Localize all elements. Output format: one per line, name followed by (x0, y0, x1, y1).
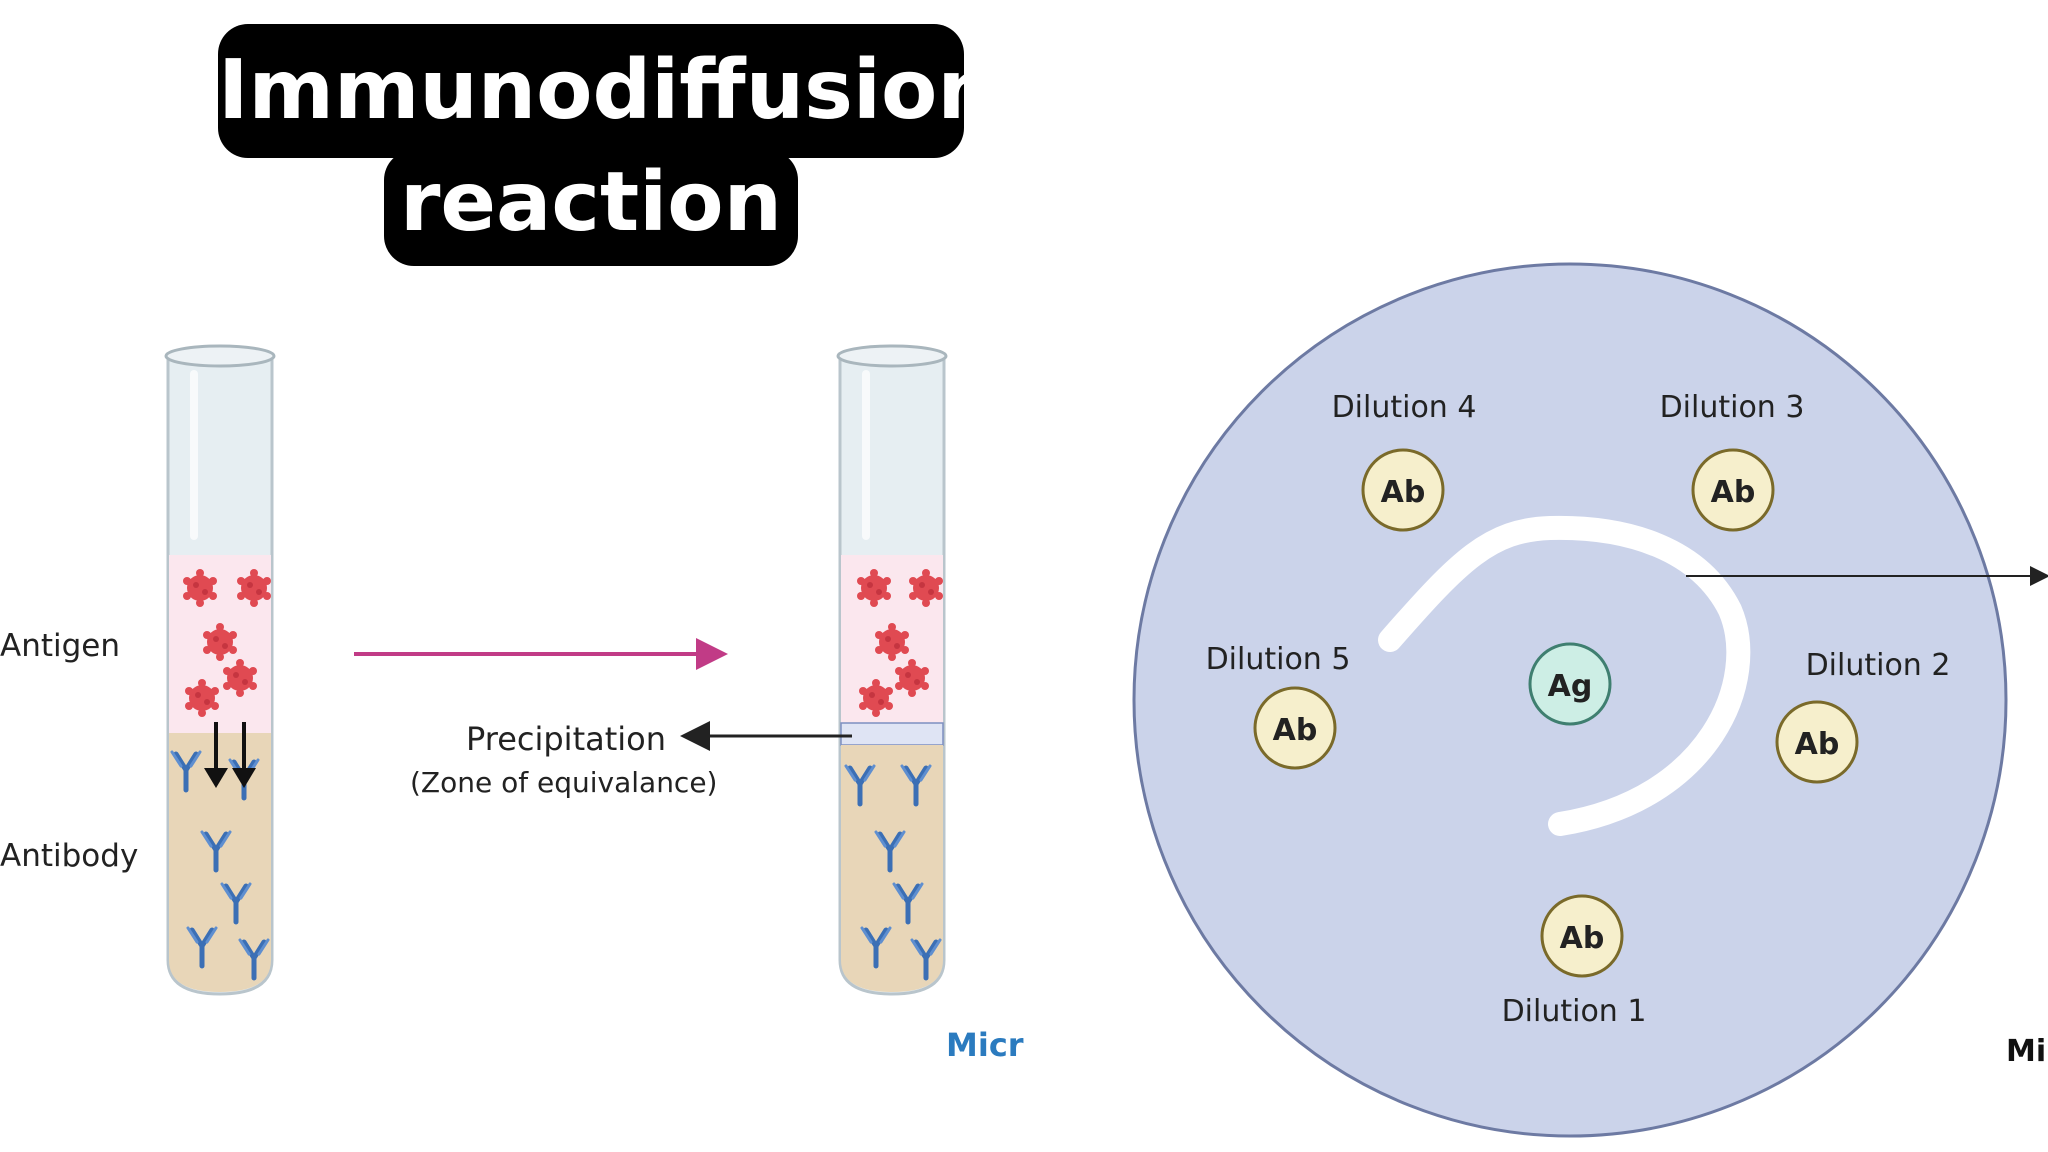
ag-well-label: Ag (1548, 669, 1593, 704)
precipitation-band (840, 722, 944, 746)
ab-well-label: Ab (1273, 713, 1318, 748)
test-tube-after (836, 344, 948, 996)
dilution-4-label: Dilution 4 (1331, 390, 1477, 425)
dilution-2-label: Dilution 2 (1805, 648, 1951, 683)
ab-well-label: Ab (1560, 921, 1605, 956)
precipitin-arc (1378, 515, 1751, 836)
precipitation-label: Precipitation (466, 720, 667, 758)
zone-of-equivalence-note: (Zone of equivalance) (410, 766, 718, 799)
watermark-left: Micr (946, 1026, 1024, 1064)
dilution-1-label: Dilution 1 (1501, 994, 1647, 1029)
watermark-right: Mi (2006, 1034, 2047, 1069)
ab-well-label: Ab (1711, 475, 1756, 510)
dilution-3-label: Dilution 3 (1659, 390, 1805, 425)
dilution-5-label: Dilution 5 (1205, 642, 1351, 677)
ab-well-dilution-1: Ab (1540, 894, 1624, 978)
title-line-2: reaction (384, 150, 798, 266)
ab-well-label: Ab (1795, 727, 1840, 762)
ab-well-label: Ab (1381, 475, 1426, 510)
antibody-label: Antibody (0, 838, 139, 874)
antigen-label: Antigen (0, 628, 121, 664)
ab-well-dilution-5: Ab (1253, 686, 1337, 770)
ab-well-dilution-2: Ab (1775, 700, 1859, 784)
ab-well-dilution-4: Ab (1361, 448, 1445, 532)
test-tube-before (164, 344, 276, 996)
title-line-1: Immunodiffusion (218, 24, 996, 158)
ab-well-dilution-3: Ab (1691, 448, 1775, 532)
ag-well: Ag (1528, 642, 1612, 726)
